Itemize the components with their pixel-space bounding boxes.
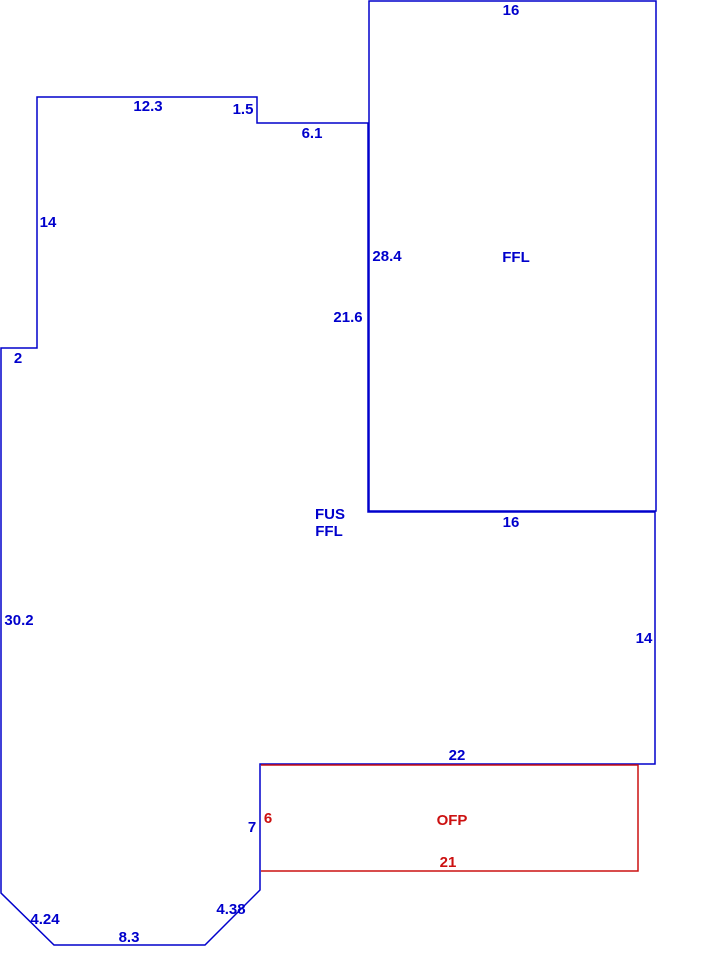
- area-label-main-line2: FFL: [315, 523, 343, 540]
- main-floor-outline: [0, 96, 656, 946]
- dim-porch-left: 6: [264, 810, 272, 827]
- dim-main-step-horizontal: 6.1: [302, 125, 323, 142]
- area-label-porch: OFP: [437, 812, 468, 829]
- dim-main-right: 14: [636, 630, 653, 647]
- dim-main-left-upper: 14: [40, 214, 57, 231]
- dim-corner-bottom-right: 4.38: [216, 901, 245, 918]
- dim-main-bottom: 8.3: [119, 929, 140, 946]
- dim-main-notch-vertical: 7: [248, 819, 256, 836]
- area-label-main-line1: FUS: [315, 506, 345, 523]
- dim-main-left-lower: 30.2: [4, 612, 33, 629]
- dim-upper-left: 28.4: [372, 248, 402, 265]
- dim-upper-bottom: 16: [503, 514, 520, 531]
- dim-main-inner-vertical: 21.6: [333, 309, 362, 326]
- porch-outline: [261, 764, 639, 872]
- dim-corner-bottom-left: 4.24: [30, 911, 60, 928]
- area-label-upper: FFL: [502, 249, 530, 266]
- dim-main-bottom-right: 22: [449, 747, 466, 764]
- upper-floor-outline: [368, 0, 657, 512]
- dim-porch-bottom: 21: [440, 854, 457, 871]
- dim-upper-top: 16: [503, 2, 520, 19]
- dim-main-top-left: 12.3: [133, 98, 162, 115]
- dim-main-step-vertical: 1.5: [233, 101, 254, 118]
- dim-main-left-step: 2: [14, 350, 22, 367]
